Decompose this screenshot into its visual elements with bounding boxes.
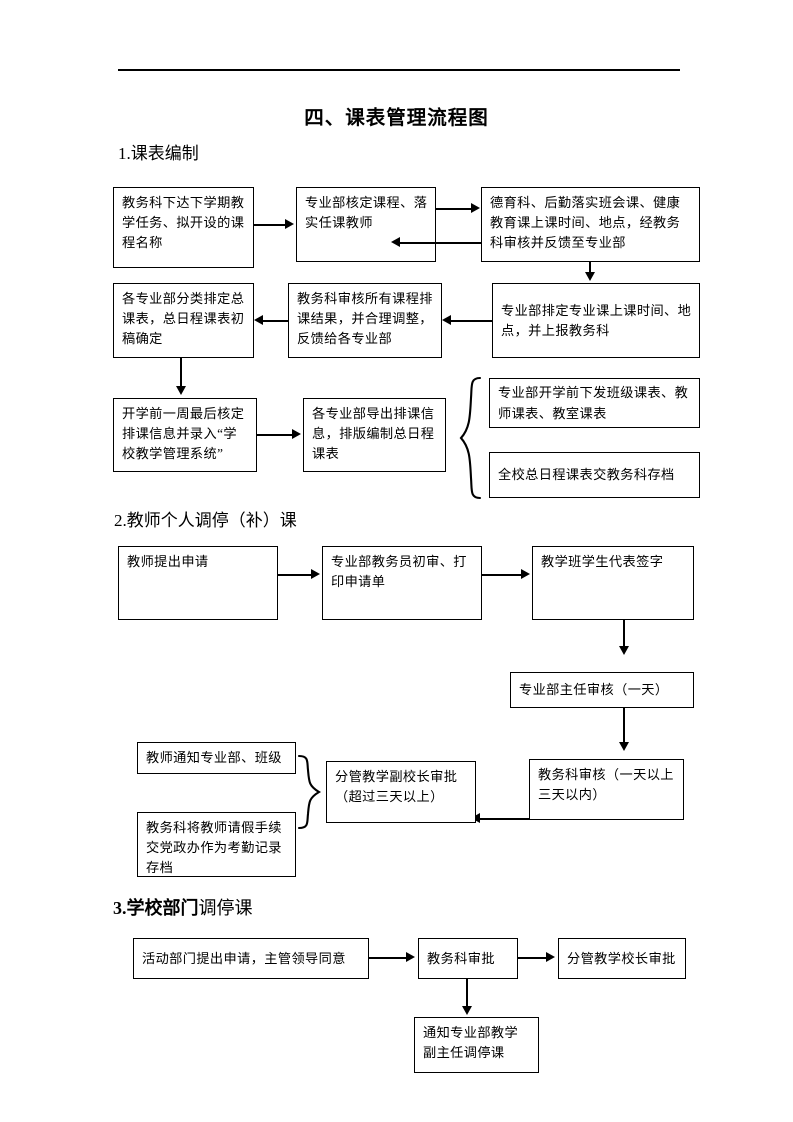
connector-2-2-to-2-3 (482, 574, 522, 576)
section-2-heading: 2.教师个人调停（补）课 (114, 506, 297, 531)
flow-box-1-4[interactable]: 各专业部分类排定总课表，总日程课表初稿确定 (113, 283, 254, 358)
flow-box-3-3[interactable]: 分管教学校长审批 (558, 938, 686, 979)
flow-box-1-10-label: 全校总日程课表交教务科存档 (498, 467, 675, 483)
flow-box-2-7[interactable]: 教师通知专业部、班级 (137, 742, 296, 774)
connector-2-1-to-2-2 (278, 574, 312, 576)
connector-2-4-to-2-5 (623, 708, 625, 744)
connector-1-3-to-1-2-feedback (400, 242, 481, 244)
flow-box-2-6[interactable]: 分管教学副校长审批（超过三天以上） (326, 761, 476, 823)
arrow-right-icon (471, 203, 480, 213)
flow-box-3-1[interactable]: 活动部门提出申请，主管领导同意 (133, 938, 369, 979)
section-3-heading: 3.学校部门调停课 (113, 894, 253, 920)
page-title: 四、课表管理流程图 (304, 106, 489, 129)
arrow-down-icon (619, 646, 629, 655)
arrow-right-icon (285, 219, 294, 229)
flow-box-2-3[interactable]: 教学班学生代表签字 (532, 546, 694, 620)
flow-box-1-9[interactable]: 专业部开学前下发班级课表、教师课表、教室课表 (489, 378, 700, 428)
flow-box-2-1[interactable]: 教师提出申请 (118, 546, 278, 620)
flow-box-1-7[interactable]: 开学前一周最后核定排课信息并录入“学校教学管理系统” (113, 398, 257, 472)
flow-box-2-5[interactable]: 教务科审核（一天以上三天以内） (529, 759, 684, 820)
flow-box-3-1-label: 活动部门提出申请，主管领导同意 (142, 950, 346, 966)
arrow-down-icon (462, 1006, 472, 1015)
connector-1-7-to-1-8 (257, 434, 293, 436)
brace-left-icon (297, 754, 322, 830)
flow-box-2-4[interactable]: 专业部主任审核（一天） (510, 672, 694, 708)
flow-box-1-2[interactable]: 专业部核定课程、落实任课教师 (296, 187, 436, 262)
flow-box-2-7-label: 教师通知专业部、班级 (146, 750, 282, 766)
flow-box-1-1[interactable]: 教务科下达下学期教学任务、拟开设的课程名称 (113, 187, 254, 268)
flow-box-1-6-label: 专业部排定专业课上课时间、地点，并上报教务科 (501, 302, 692, 338)
section-1-number: 1. (118, 144, 131, 163)
flow-box-1-6[interactable]: 专业部排定专业课上课时间、地点，并上报教务科 (492, 283, 700, 358)
section-3-title-rest: 调停课 (198, 898, 253, 918)
flow-box-3-3-label: 分管教学校长审批 (567, 950, 676, 966)
section-1-heading: 1.课表编制 (118, 139, 199, 164)
flow-box-3-2[interactable]: 教务科审批 (418, 938, 518, 979)
flow-box-1-10[interactable]: 全校总日程课表交教务科存档 (489, 452, 700, 498)
flow-box-3-2-label: 教务科审批 (427, 950, 495, 966)
section-3-title-bold: 学校部门 (126, 898, 199, 918)
flow-box-2-4-label: 专业部主任审核（一天） (519, 682, 669, 698)
arrow-left-icon (391, 237, 400, 247)
connector-2-3-to-2-4 (623, 620, 625, 648)
arrow-left-icon (442, 315, 451, 325)
connector-1-4-to-1-7 (180, 358, 182, 388)
section-2-number: 2. (114, 511, 127, 530)
connector-3-2-to-3-4 (466, 979, 468, 1008)
connector-1-2-to-1-3 (436, 208, 472, 210)
section-3-number: 3. (113, 898, 127, 918)
flow-box-1-5[interactable]: 教务科审核所有课程排课结果，并合理调整，反馈给各专业部 (288, 283, 442, 358)
arrow-right-icon (311, 569, 320, 579)
connector-1-3-to-1-6 (589, 262, 591, 274)
arrow-left-icon (254, 315, 263, 325)
arrow-down-icon (619, 742, 629, 751)
connector-1-1-to-1-2 (254, 224, 286, 226)
connector-1-6-to-1-5 (451, 320, 492, 322)
brace-right-icon (459, 376, 482, 500)
arrow-right-icon (546, 952, 555, 962)
connector-3-1-to-3-2 (369, 957, 407, 959)
arrow-down-icon (585, 272, 595, 281)
arrow-right-icon (521, 569, 530, 579)
connector-1-5-to-1-4 (263, 320, 288, 322)
arrow-down-icon (176, 386, 186, 395)
flow-box-1-3[interactable]: 德育科、后勤落实班会课、健康教育课上课时间、地点，经教务科审核并反馈至专业部 (481, 187, 700, 262)
arrow-right-icon (406, 952, 415, 962)
flow-box-3-4[interactable]: 通知专业部教学副主任调停课 (414, 1017, 539, 1073)
flow-box-1-8[interactable]: 各专业部导出排课信息，排版编制总日程课表 (303, 398, 446, 472)
connector-2-5-to-2-6 (480, 818, 529, 820)
arrow-right-icon (292, 429, 301, 439)
flow-box-1-9-label: 专业部开学前下发班级课表、教师课表、教室课表 (498, 385, 689, 421)
section-2-title: 教师个人调停（补）课 (126, 511, 297, 530)
connector-3-2-to-3-3 (518, 957, 547, 959)
header-rule (118, 69, 680, 71)
flow-box-2-2[interactable]: 专业部教务员初审、打印申请单 (322, 546, 482, 620)
flow-box-2-8[interactable]: 教务科将教师请假手续交党政办作为考勤记录存档 (137, 812, 296, 877)
section-1-title: 课表编制 (130, 144, 199, 163)
